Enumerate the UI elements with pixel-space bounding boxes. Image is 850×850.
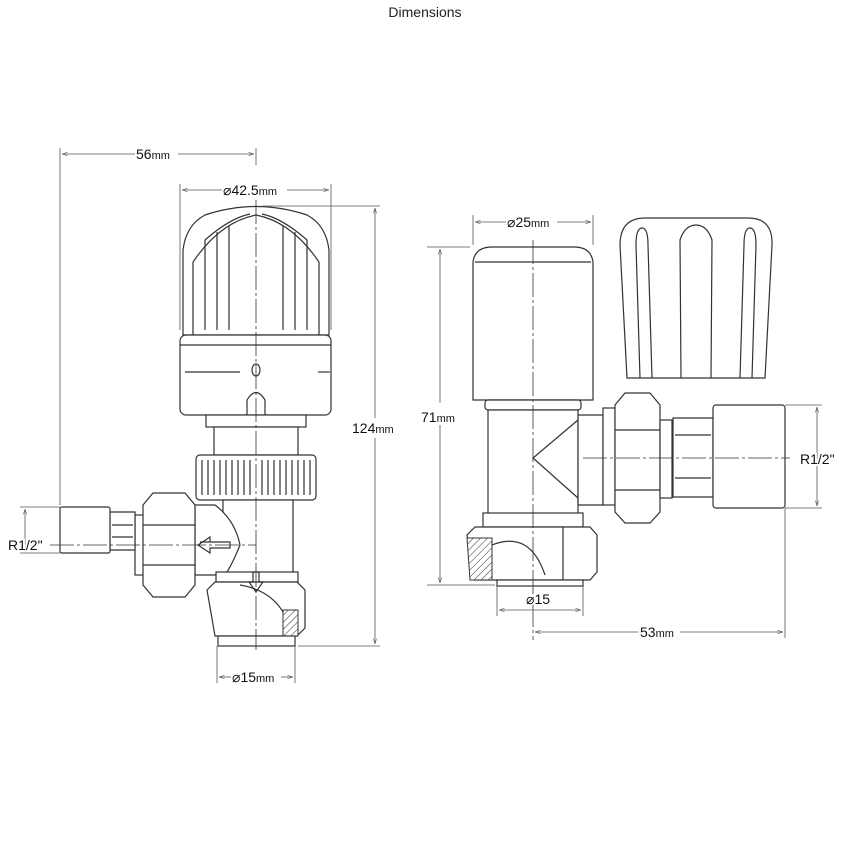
thermostatic-valve-drawing: 56mm ⌀42.5mm 124mm R1/2" ⌀15mm bbox=[6, 146, 394, 685]
dimension-height-71: 71mm bbox=[421, 246, 495, 586]
diagram-title: Dimensions bbox=[388, 4, 462, 20]
manual-valve-drawing: ⌀25mm 71mm R1/2" ⌀15 53mm bbox=[421, 214, 837, 640]
dimension-value: 56 bbox=[136, 146, 152, 162]
dimension-thread-left: R1/2" bbox=[6, 506, 60, 555]
dimension-width-56: 56mm bbox=[59, 146, 257, 505]
svg-text:124mm: 124mm bbox=[352, 420, 394, 436]
svg-text:⌀25mm: ⌀25mm bbox=[507, 214, 549, 230]
svg-text:53mm: 53mm bbox=[640, 624, 674, 640]
svg-text:⌀42.5mm: ⌀42.5mm bbox=[223, 182, 277, 198]
svg-text:⌀15mm: ⌀15mm bbox=[232, 669, 274, 685]
dimension-pipe-diameter-right: ⌀15 bbox=[496, 586, 584, 616]
thermostatic-head bbox=[179, 205, 332, 456]
flow-arrow-icon bbox=[247, 571, 265, 594]
dimension-pipe-diameter-left: ⌀15mm bbox=[216, 646, 296, 685]
dimension-width-53: 53mm bbox=[535, 508, 786, 640]
dimension-thread-right: R1/2" bbox=[785, 404, 837, 509]
dimension-height-124: 124mm bbox=[262, 205, 394, 647]
dimension-cap-diameter: ⌀25mm bbox=[472, 214, 594, 245]
svg-text:56mm: 56mm bbox=[136, 146, 170, 162]
svg-text:71mm: 71mm bbox=[421, 409, 455, 425]
handwheel-side-view bbox=[619, 217, 773, 379]
svg-text:R1/2": R1/2" bbox=[8, 537, 43, 553]
flow-arrow-icon bbox=[196, 535, 231, 555]
dimension-head-diameter: ⌀42.5mm bbox=[179, 182, 332, 330]
svg-text:R1/2": R1/2" bbox=[800, 451, 835, 467]
svg-text:⌀15: ⌀15 bbox=[526, 591, 550, 607]
valve-body bbox=[59, 492, 306, 647]
